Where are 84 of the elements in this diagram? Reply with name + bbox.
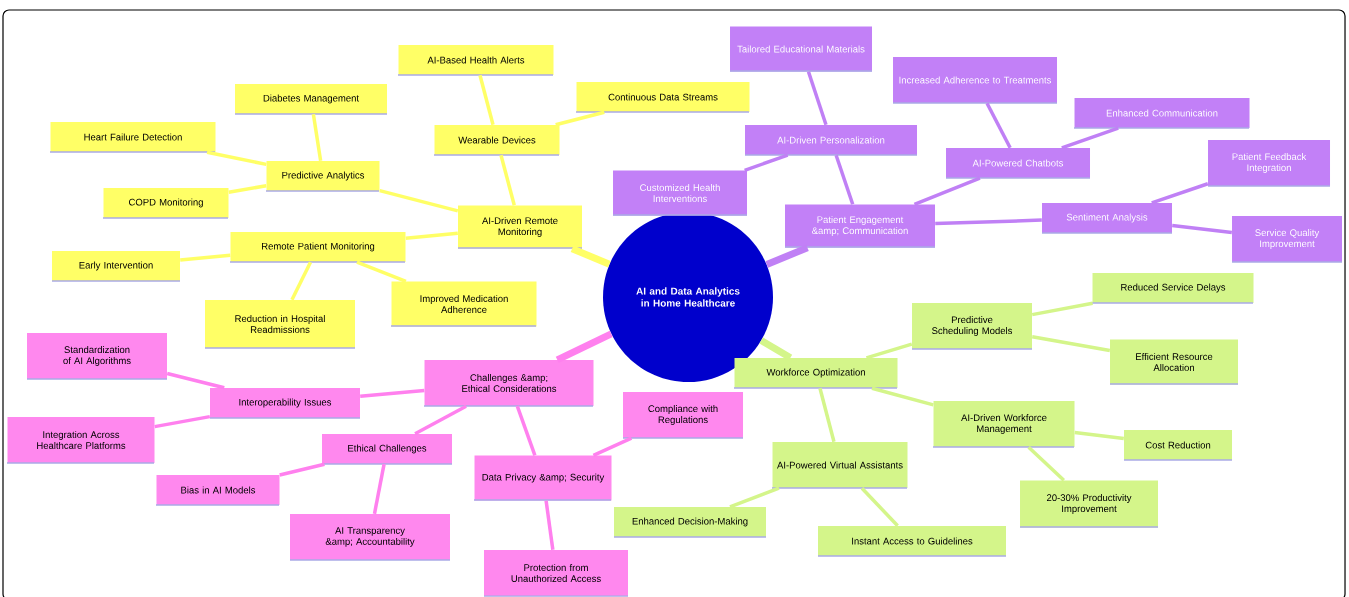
- topic-box: Bias in AI Models: [155, 475, 280, 506]
- topic-box: Workforce Optimization: [733, 358, 898, 389]
- topic-box: AI-Powered Chatbots: [945, 148, 1091, 179]
- branch-line: [555, 330, 613, 363]
- topic-box: Increased Adherence to Treatments: [892, 57, 1058, 104]
- topic-box: 20-30% Productivity Improvement: [1019, 480, 1159, 528]
- topic-box: Customized Health Interventions: [612, 170, 748, 216]
- branch-line: [206, 150, 267, 167]
- topic-box: Remote Patient Monitoring: [229, 232, 406, 263]
- branch-line: [759, 337, 793, 361]
- topic-box: Continuous Data Streams: [575, 82, 750, 113]
- branch-line: [154, 414, 211, 429]
- branch-line: [499, 154, 516, 206]
- topic-box: Compliance with Regulations: [622, 392, 744, 439]
- branch-line: [744, 153, 789, 172]
- topic-box: AI-Based Health Alerts: [397, 45, 554, 76]
- topic-box: Efficient Resource Allocation: [1109, 339, 1239, 385]
- topic-box: Service Quality Improvement: [1231, 216, 1343, 263]
- branch-line: [515, 405, 537, 456]
- branch-line: [765, 244, 809, 268]
- branch-line: [379, 188, 459, 213]
- topic-box: Improved Medication Adherence: [390, 281, 537, 327]
- branch-line: [311, 113, 323, 162]
- branch-line: [806, 71, 828, 126]
- topic-box: Diabetes Management: [234, 84, 388, 115]
- branch-line: [1031, 301, 1093, 317]
- topic-box: Protection from Unauthorized Access: [483, 550, 629, 597]
- branch-line: [729, 486, 780, 509]
- topic-box: Heart Failure Detection: [49, 122, 216, 153]
- branch-line: [1172, 223, 1233, 235]
- topic-box: Sentiment Analysis: [1041, 203, 1173, 234]
- topic-box: Interoperability Issues: [209, 388, 361, 419]
- branch-line: [1074, 430, 1125, 441]
- branch-line: [478, 74, 495, 126]
- topic-box: Early Intervention: [51, 251, 181, 282]
- topic-box: Predictive Analytics: [265, 161, 380, 192]
- branch-line: [356, 260, 407, 283]
- branch-line: [166, 371, 225, 390]
- topic-box: Data Privacy &amp; Security: [473, 455, 612, 501]
- topic-box: AI Transparency &amp; Accountability: [289, 514, 451, 561]
- branch-line: [180, 253, 231, 262]
- topic-box: Challenges &amp; Ethical Considerations: [423, 360, 594, 407]
- topic-box: Ethical Challenges: [321, 434, 453, 465]
- branch-line: [871, 386, 934, 407]
- branch-line: [592, 436, 633, 457]
- branch-line: [913, 176, 981, 206]
- branch-line: [1031, 335, 1111, 353]
- topic-box: Patient Engagement &amp; Communication: [784, 204, 936, 248]
- branch-line: [290, 261, 313, 301]
- topic-box: Reduction in Hospital Readmissions: [204, 300, 356, 349]
- branch-line: [405, 231, 458, 241]
- branch-line: [279, 462, 325, 477]
- branch-line: [834, 154, 855, 205]
- topic-box: COPD Monitoring: [102, 188, 229, 219]
- topic-box: Integration Across Healthcare Platforms: [6, 417, 155, 464]
- branch-line: [570, 245, 611, 268]
- topic-box: Enhanced Decision-Making: [613, 507, 767, 538]
- branch-line: [360, 388, 425, 399]
- topic-box: Wearable Devices: [433, 125, 560, 156]
- topic-box: AI-Driven Personalization: [744, 125, 918, 156]
- branch-line: [1061, 126, 1119, 150]
- topic-box: Enhanced Communication: [1073, 98, 1250, 129]
- topic-box: Cost Reduction: [1123, 430, 1233, 461]
- topic-box: AI-Driven Workforce Management: [932, 401, 1075, 448]
- branch-line: [1027, 445, 1066, 482]
- branch-line: [228, 184, 267, 194]
- branch-line: [985, 102, 1012, 149]
- branch-line: [1151, 182, 1209, 205]
- topic-box: Predictive Scheduling Models: [911, 303, 1033, 350]
- branch-line: [555, 110, 605, 127]
- branch-line: [865, 342, 913, 360]
- branch-line: [414, 404, 467, 436]
- topic-box: AI-Powered Virtual Assistants: [771, 442, 908, 489]
- topic-box: Standardization of AI Algorithms: [26, 333, 168, 380]
- topic-box: AI-Driven Remote Monitoring: [457, 205, 583, 249]
- branch-line: [935, 218, 1042, 226]
- topic-box: Reduced Service Delays: [1091, 273, 1254, 304]
- branch-line: [860, 487, 899, 527]
- branch-line: [372, 463, 386, 515]
- topic-box: Instant Access to Guidelines: [817, 526, 1007, 557]
- branch-line: [818, 387, 836, 443]
- branch-line: [544, 500, 555, 551]
- topic-box: Tailored Educational Materials: [729, 26, 873, 72]
- topic-box: Patient Feedback Integration: [1207, 140, 1331, 187]
